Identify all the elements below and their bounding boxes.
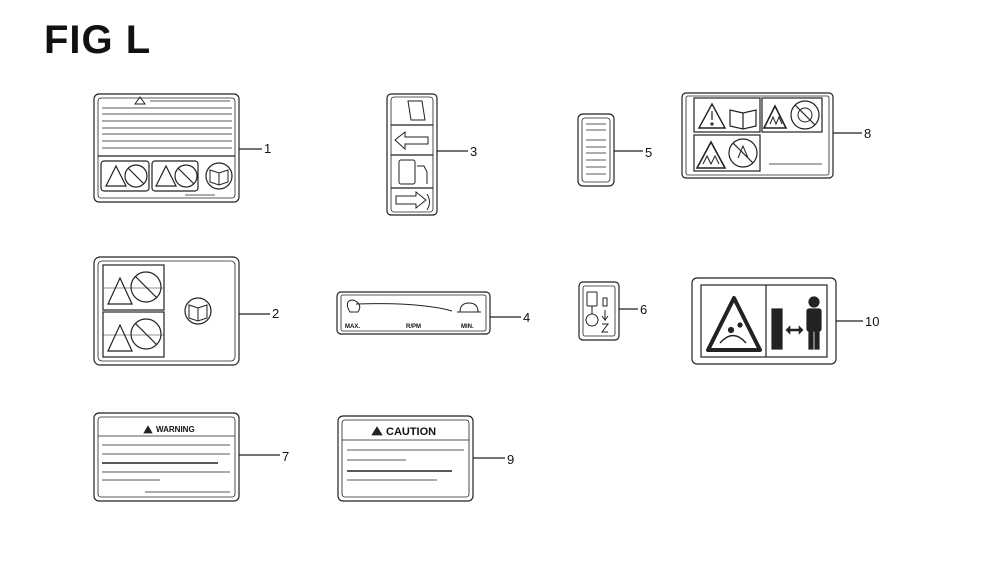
hazard-triangle-icon (697, 102, 727, 129)
decal-9: CAUTION (337, 415, 505, 502)
warning-heading: WARNING (156, 425, 195, 434)
callout-6: 6 (640, 302, 647, 317)
prohibition-icon (130, 318, 162, 350)
arrow-right-icon (395, 190, 427, 210)
decal-6 (578, 281, 638, 341)
decal-3 (386, 93, 468, 216)
distance-arrow-icon (785, 325, 804, 335)
arrow-left-icon (394, 130, 429, 151)
hazard-triangle-icon (105, 164, 127, 187)
callout-1: 1 (264, 141, 271, 156)
decal-10 (691, 277, 863, 365)
person-icon (808, 296, 820, 308)
hazard-triangle-icon (695, 140, 727, 169)
hazard-triangle-icon (107, 323, 133, 352)
min-speed-label: MIN. (461, 324, 474, 330)
read-manual-icon (184, 297, 212, 325)
prohibition-icon (124, 164, 148, 188)
rabbit-icon (346, 299, 361, 313)
prohibition-icon (790, 100, 820, 130)
callout-8: 8 (864, 126, 871, 141)
callout-5: 5 (645, 145, 652, 160)
read-manual-icon (205, 162, 233, 190)
oil-icon (586, 291, 598, 307)
callout-7: 7 (282, 449, 289, 464)
choke-icon (407, 100, 426, 121)
hazard-triangle-icon (155, 164, 177, 187)
machine-icon (771, 308, 783, 350)
caution-triangle-icon (371, 426, 383, 436)
rpm-unit-label: R/PM (406, 324, 421, 330)
hot-surface-icon (762, 104, 788, 129)
max-speed-label: MAX. (345, 324, 360, 330)
decal-8 (681, 92, 862, 179)
decal-2 (93, 256, 270, 366)
figure-title: FIG L (44, 18, 152, 62)
callout-10: 10 (865, 314, 879, 329)
decal-7: WARNING (93, 412, 280, 502)
callout-3: 3 (470, 144, 477, 159)
decal-1 (93, 93, 262, 203)
decal-4: MAX. R/PM MIN. (336, 291, 521, 335)
prohibition-icon (728, 138, 758, 168)
turtle-icon (459, 302, 479, 313)
prohibition-icon (174, 164, 198, 188)
callout-9: 9 (507, 452, 514, 467)
fuel-icon (398, 159, 416, 185)
decal-5 (577, 113, 643, 187)
caution-heading: CAUTION (386, 426, 436, 438)
warning-triangle-icon (143, 425, 153, 434)
callout-2: 2 (272, 306, 279, 321)
prohibition-icon (130, 271, 162, 303)
callout-4: 4 (523, 310, 530, 325)
warning-triangle-icon (134, 96, 146, 105)
hazard-triangle-icon (107, 276, 133, 305)
thrown-objects-hazard-icon (706, 296, 762, 352)
